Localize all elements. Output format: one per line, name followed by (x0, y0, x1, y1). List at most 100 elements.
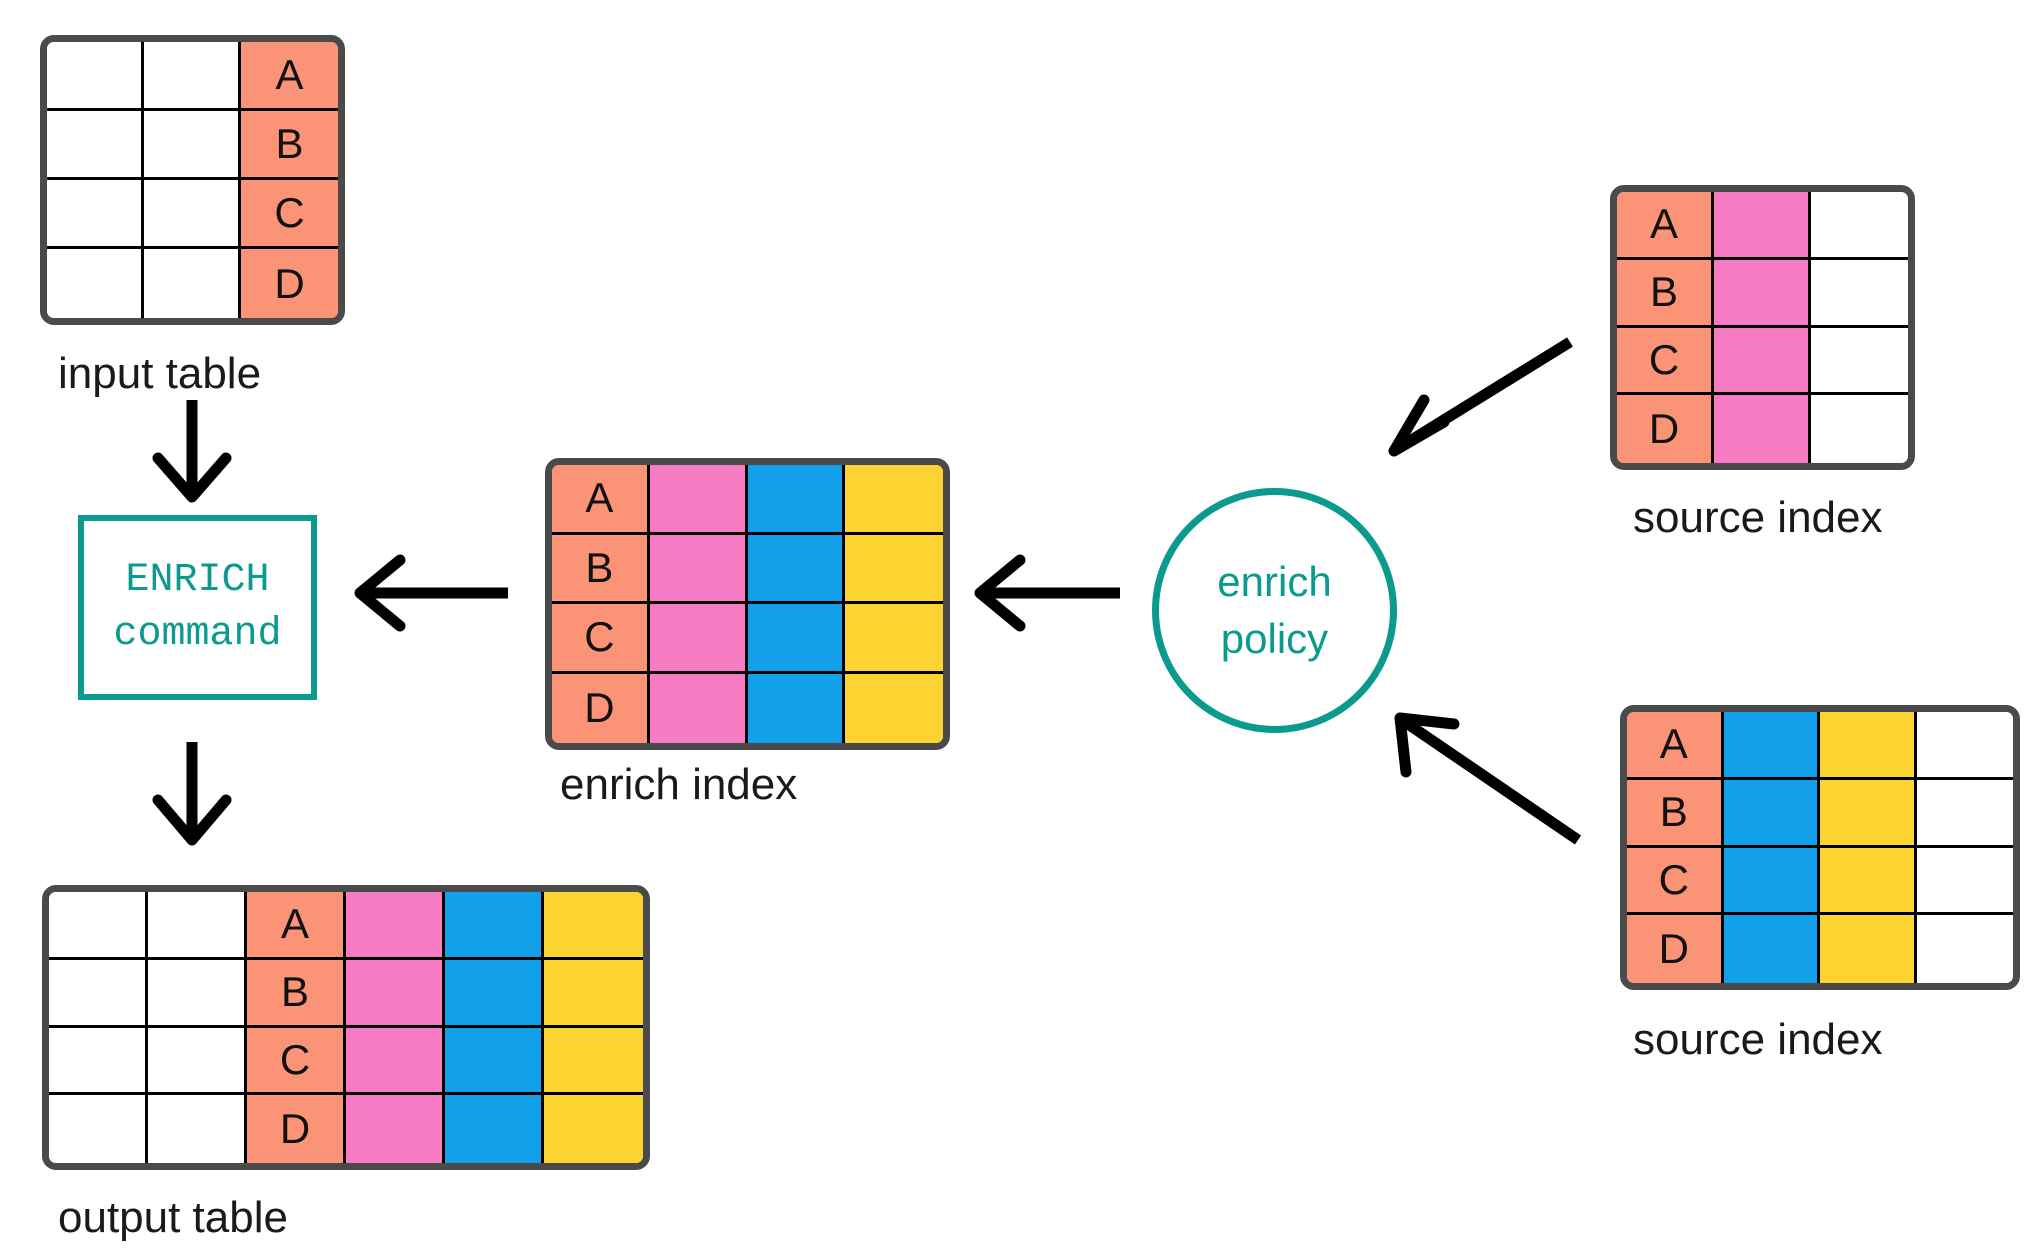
table-cell (845, 465, 943, 535)
table-cell (1820, 847, 1917, 916)
table-cell (544, 959, 643, 1028)
table-cell (144, 42, 241, 111)
table-cell (1916, 712, 2013, 780)
table-cell (1723, 779, 1820, 848)
table-cell-key: D (1627, 915, 1724, 983)
table-cell (148, 1027, 247, 1096)
table-cell (1723, 847, 1820, 916)
table-cell (1820, 712, 1917, 780)
enrich-command-line2: command (113, 611, 282, 657)
table-cell-key: D (1617, 395, 1714, 463)
table-cell-key: B (552, 534, 650, 604)
table-cell (144, 249, 241, 318)
table-cell (1811, 327, 1908, 396)
arrow-enrich-command-to-output-table (152, 742, 232, 846)
table-cell-key: C (552, 604, 650, 674)
table-cell (49, 1095, 148, 1163)
table-cell (649, 604, 748, 674)
table-cell (845, 534, 943, 604)
arrow-enrich-index-to-enrich-command (354, 554, 508, 632)
table-cell (649, 673, 748, 743)
arrow-input-table-to-enrich-command (152, 400, 232, 503)
enrich-policy-line2: policy (1220, 614, 1329, 662)
table-cell (47, 42, 144, 111)
table-cell (1916, 779, 2013, 848)
table-cell-key: A (241, 42, 338, 111)
table-cell (144, 180, 241, 249)
table-cell (544, 1095, 643, 1163)
table-cell-key: A (1617, 192, 1714, 260)
table-cell (49, 1027, 148, 1096)
enrich-index-caption: enrich index (560, 760, 798, 809)
table-cell (649, 534, 748, 604)
table-cell (1811, 192, 1908, 260)
arrow-source-index-bottom-to-enrich-policy (1394, 712, 1582, 845)
table-cell (49, 892, 148, 960)
table-cell (747, 534, 846, 604)
table-cell-key: C (1617, 327, 1714, 396)
table-cell-key: B (1617, 259, 1714, 328)
table-cell (445, 892, 544, 960)
table-cell-key: B (241, 111, 338, 180)
table-cell (47, 249, 144, 318)
table-cell (1714, 395, 1811, 463)
table-cell (845, 604, 943, 674)
table-cell (649, 465, 748, 535)
table-cell-key: C (1627, 847, 1724, 916)
table-cell (1811, 259, 1908, 328)
table-cell (1723, 712, 1820, 780)
table-cell (445, 1027, 544, 1096)
table-cell (148, 892, 247, 960)
table-cell-key: C (247, 1027, 346, 1096)
table-cell (47, 111, 144, 180)
table-cell-key: B (247, 959, 346, 1028)
table-cell (1820, 915, 1917, 983)
table-cell (148, 959, 247, 1028)
table-cell (1916, 915, 2013, 983)
table-cell (144, 111, 241, 180)
enrich-policy-circle[interactable]: enrich policy (1152, 488, 1397, 733)
table-cell-key: D (241, 249, 338, 318)
table-cell-key: B (1627, 779, 1724, 848)
enrich-command-box[interactable]: ENRICH command (78, 515, 317, 700)
enrich-command-line1: ENRICH (125, 557, 270, 603)
table-cell (747, 604, 846, 674)
table-cell (445, 959, 544, 1028)
table-cell (544, 892, 643, 960)
arrow-source-index-top-to-enrich-policy (1388, 337, 1573, 457)
table-cell (346, 959, 445, 1028)
table-cell (845, 673, 943, 743)
table-cell (346, 1095, 445, 1163)
table-cell (1916, 847, 2013, 916)
output-table-caption: output table (58, 1193, 288, 1242)
table-cell (1811, 395, 1908, 463)
input-table-caption: input table (58, 349, 262, 398)
table-cell (747, 465, 846, 535)
table-cell (346, 892, 445, 960)
arrow-enrich-policy-to-enrich-index (974, 554, 1120, 632)
table-cell-key: D (552, 673, 650, 743)
table-cell (49, 959, 148, 1028)
table-cell (1714, 259, 1811, 328)
table-cell (544, 1027, 643, 1096)
table-cell (1820, 779, 1917, 848)
table-cell-key: A (1627, 712, 1724, 780)
table-cell-key: C (241, 180, 338, 249)
table-cell (1714, 327, 1811, 396)
table-cell (1714, 192, 1811, 260)
table-cell-key: D (247, 1095, 346, 1163)
table-cell (346, 1027, 445, 1096)
table-cell (445, 1095, 544, 1163)
table-cell-key: A (552, 465, 650, 535)
source-index-bottom-caption: source index (1633, 1015, 1883, 1064)
enrich-policy-line1: enrich (1217, 557, 1332, 605)
table-cell (47, 180, 144, 249)
table-cell-key: A (247, 892, 346, 960)
source-index-top-caption: source index (1633, 493, 1883, 542)
